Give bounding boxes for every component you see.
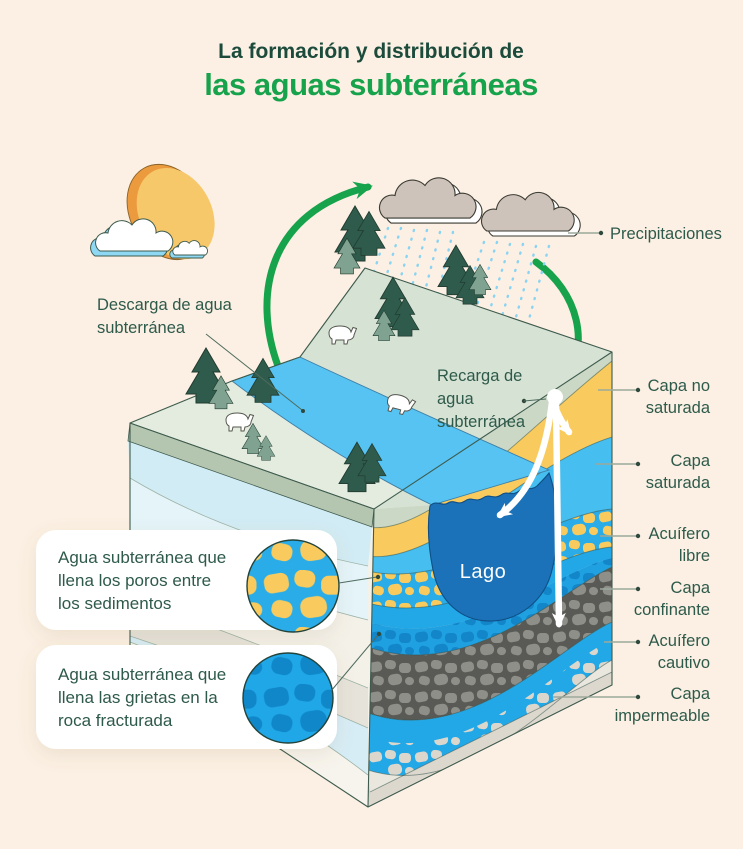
layer-label-text: confinante xyxy=(634,601,710,619)
layer-label-text: Capa xyxy=(671,685,711,703)
layer-label-text: libre xyxy=(679,547,710,565)
layer-label-text: Capa xyxy=(671,579,711,597)
layer-label-capa-saturada: Capa saturada xyxy=(596,452,711,492)
title: La formación y distribución de las aguas… xyxy=(204,40,538,102)
lake: Lago xyxy=(427,471,558,622)
page-title-line2: las aguas subterráneas xyxy=(204,67,538,102)
layer-label-acuifero-libre: Acuífero libre xyxy=(600,525,710,565)
layer-label-capa-impermeable: Capa impermeable xyxy=(553,685,711,725)
layer-label-text: saturada xyxy=(646,399,711,417)
callout-text: Agua subterránea que xyxy=(58,665,226,684)
page-title-line1: La formación y distribución de xyxy=(218,40,524,63)
layer-capa-confinante xyxy=(368,567,612,721)
callout-text: Agua subterránea que xyxy=(58,548,226,567)
descarga-text-line1: Descarga de agua xyxy=(97,296,233,314)
recarga-text-line3: subterránea xyxy=(437,413,526,431)
layer-label-acuifero-cautivo: Acuífero cautivo xyxy=(604,632,710,672)
layer-label-text: Acuífero xyxy=(649,525,710,543)
precipitaciones-label: Precipitaciones xyxy=(568,225,722,243)
layer-fractured-rock xyxy=(368,558,612,655)
recarga-text-line2: agua xyxy=(437,390,475,408)
river xyxy=(231,356,551,506)
layer-label-text: saturada xyxy=(646,474,711,492)
descarga-label: Descarga de agua subterránea xyxy=(97,296,305,413)
rain-cloud-right-icon xyxy=(480,191,581,237)
recharge-point-dot xyxy=(547,389,563,405)
layer-capa-saturada xyxy=(368,437,612,575)
layer-label-capa-no-saturada: Capa no saturada xyxy=(598,377,711,417)
recarga-label: Recarga de agua subterránea xyxy=(437,367,547,431)
layer-acuifero-cautivo xyxy=(368,622,612,776)
recarga-text-line1: Recarga de xyxy=(437,367,522,385)
layer-label-text: cautivo xyxy=(658,654,710,672)
rain-cloud-left-icon xyxy=(378,177,483,224)
callout-text: llena los poros entre xyxy=(58,571,211,590)
lake-discharge-arrow xyxy=(496,398,556,519)
precipitaciones-text: Precipitaciones xyxy=(610,225,722,243)
groundwater-flow-arrows xyxy=(496,398,573,628)
evaporation-arrow-icon xyxy=(263,181,373,370)
detail-circle-fractured-rock xyxy=(242,631,382,744)
detail-circle-sediment-pores xyxy=(246,539,381,633)
layer-label-capa-confinante: Capa confinante xyxy=(600,579,711,619)
layer-label-text: Capa xyxy=(671,452,711,470)
block-top-edges xyxy=(129,351,613,510)
layer-label-text: Acuífero xyxy=(649,632,710,650)
layer-capa-impermeable-top xyxy=(368,660,612,792)
callout-text: roca fracturada xyxy=(58,711,173,730)
descarga-text-line2: subterránea xyxy=(97,319,186,337)
lake-label: Lago xyxy=(460,561,507,583)
layer-label-text: Capa no xyxy=(648,377,710,395)
callout-text: los sedimentos xyxy=(58,594,171,613)
layer-label-text: impermeable xyxy=(615,707,710,725)
block-front-corner-edge xyxy=(367,508,375,808)
callout-text: llena las grietas en la xyxy=(58,688,218,707)
well-arrow xyxy=(551,398,566,628)
